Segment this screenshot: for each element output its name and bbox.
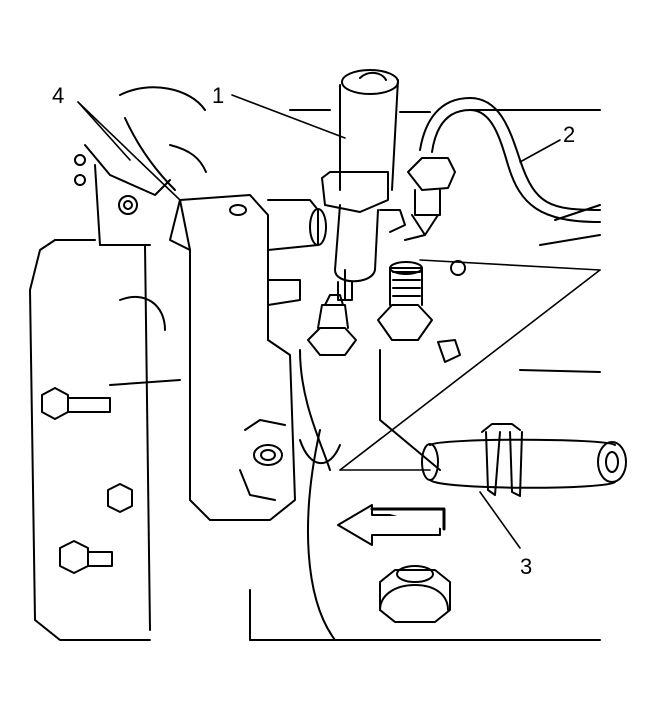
leader-4b [77, 101, 131, 161]
leader-2 [519, 139, 561, 163]
callout-1: 1 [212, 83, 224, 108]
fuel-line [404, 97, 601, 241]
leader-4a [77, 101, 181, 201]
callout-4: 4 [52, 83, 64, 108]
lower-area [249, 429, 601, 641]
callout-2: 2 [563, 122, 575, 147]
leader-1 [231, 94, 346, 139]
callouts: 1 2 3 4 [52, 83, 575, 579]
injector-fittings [299, 260, 466, 471]
injection-pump-housing [169, 194, 327, 521]
leader-lines [77, 94, 601, 549]
fuel-return-hose-upper [321, 69, 406, 301]
leader-right-a [419, 259, 601, 271]
engine-background [119, 86, 601, 373]
fuel-return-hose-removed [421, 423, 627, 497]
leader-right-b [339, 269, 601, 471]
callout-3: 3 [520, 554, 532, 579]
leader-3 [479, 491, 521, 549]
left-bracket [29, 144, 181, 641]
direction-arrow [337, 504, 446, 546]
plate-bolts [41, 387, 133, 574]
